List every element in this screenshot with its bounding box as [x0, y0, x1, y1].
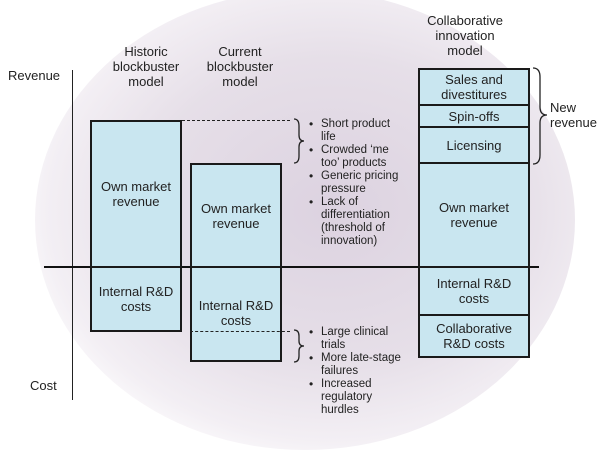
- box-line: Licensing: [446, 137, 502, 153]
- title-line: model: [447, 43, 483, 58]
- title-historic-model: Historic blockbuster model: [96, 44, 196, 89]
- box-line: Internal R&D: [436, 276, 512, 291]
- axis-label-revenue: Revenue: [8, 68, 61, 83]
- revenue-gap-brace: [293, 118, 305, 164]
- title-line: innovation: [435, 28, 495, 43]
- title-line: Historic: [124, 44, 168, 59]
- title-line: blockbuster: [206, 59, 274, 74]
- vertical-axis: [72, 70, 73, 400]
- collab-spin-offs: Spin-offs: [418, 104, 530, 128]
- title-collaborative-model: Collaborative innovation model: [410, 13, 520, 58]
- box-line: Internal R&D: [198, 298, 274, 313]
- title-line: model: [128, 74, 164, 89]
- title-line: model: [222, 74, 258, 89]
- box-line: divestitures: [441, 87, 507, 102]
- box-line: Own market: [200, 200, 272, 216]
- box-line: costs: [220, 313, 252, 328]
- box-line: costs: [120, 299, 152, 314]
- cost-gap-brace: [293, 329, 305, 363]
- title-line: Current: [218, 44, 262, 59]
- title-line: blockbuster: [112, 59, 180, 74]
- axis-label-cost: Cost: [30, 378, 57, 393]
- box-line: Own market: [438, 200, 510, 215]
- title-current-model: Current blockbuster model: [190, 44, 290, 89]
- new-revenue-brace: [532, 67, 548, 165]
- box-line: Own market: [100, 179, 172, 194]
- box-line: Collaborative: [436, 321, 512, 336]
- box-line: Spin-offs: [448, 108, 500, 124]
- historic-cost-level-line: [190, 331, 290, 332]
- new-revenue-label: New revenue: [550, 100, 597, 130]
- baseline-axis: [44, 266, 539, 268]
- box-line: R&D costs: [443, 336, 505, 351]
- box-line: Internal R&D: [98, 284, 174, 299]
- box-line: costs: [458, 291, 490, 306]
- title-line: Collaborative: [427, 13, 503, 28]
- historic-revenue-level-line: [182, 120, 290, 121]
- box-line: revenue: [112, 194, 160, 209]
- collab-licensing: Licensing: [418, 126, 530, 164]
- box-line: Sales and: [445, 72, 503, 87]
- box-line: revenue: [450, 215, 498, 230]
- box-line: revenue: [212, 215, 260, 231]
